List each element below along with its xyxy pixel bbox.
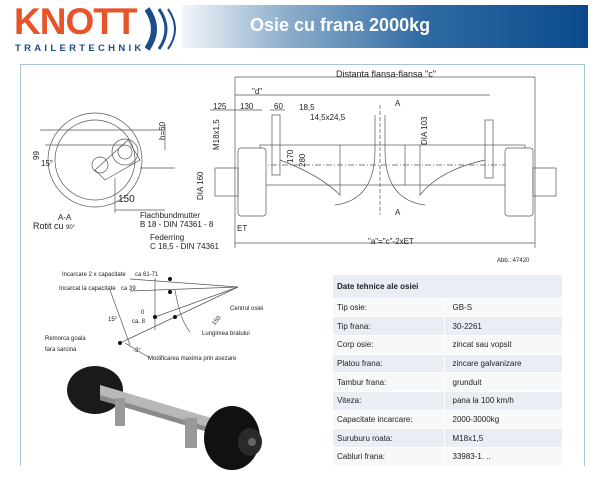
section-mark-top: A: [395, 99, 401, 108]
spec-value: M18x1,5: [443, 428, 562, 448]
ring-spec: C 18,5 - DIN 74361: [150, 242, 219, 251]
spec-value: 33983-1. ..: [443, 447, 562, 467]
ring-label: Federring: [150, 233, 185, 242]
spec-key: Tip frana:: [333, 316, 444, 336]
spec-value: zincare galvanizare: [443, 354, 562, 374]
swing-load1-value: ca 39: [121, 286, 136, 292]
dim-280: 280: [298, 153, 307, 167]
spec-key: Cabluri frana:: [333, 447, 444, 467]
dim-130: 130: [240, 102, 254, 111]
dim-m18: M18x1,5: [212, 119, 221, 150]
swing-center: Centrul osiei: [230, 306, 264, 312]
spec-row: Cabluri frana:33983-1. ..: [333, 447, 562, 467]
axle-photo: [67, 366, 262, 470]
swing-ca8: ca. 8: [132, 319, 146, 325]
dim-14-5: 14,5x24,5: [310, 113, 346, 122]
swing-load1: Incarcat la capacitate: [59, 286, 116, 292]
dim-60: 60: [274, 102, 283, 111]
spec-row: Tip frana:30-2261: [333, 316, 562, 336]
spec-key: Tambur frana:: [333, 372, 444, 392]
spec-value: pana la 100 km/h: [443, 391, 562, 411]
dim-et: ET: [237, 224, 248, 233]
swing-max-change: Modificarea maxima prin asezare: [148, 356, 237, 362]
logo-arcs-icon: [145, 7, 176, 51]
swing-arm-label: Lungimea bratului: [202, 331, 250, 337]
dim-99: 99: [32, 151, 41, 160]
nut-spec: B 18 - DIN 74361 - 8: [140, 220, 214, 229]
dim-170: 170: [286, 149, 295, 163]
section-label: A-A: [58, 213, 72, 222]
spec-value: grunduit: [443, 372, 562, 392]
swing-empty-2: fara sarcina: [45, 347, 77, 353]
spec-value: 30-2261: [443, 316, 562, 336]
dim-125: 125: [213, 102, 227, 111]
spec-key: Platou frana:: [333, 354, 444, 374]
figure-number: Abb.: 47420: [497, 258, 530, 264]
spec-value: zincat sau vopsit: [443, 335, 562, 355]
spec-row: Capacitate incarcare:2000-3000kg: [333, 410, 562, 430]
title-banner: Osie cu frana 2000kg: [182, 5, 588, 48]
knott-logo: KNOTT TRAILERTECHNIK: [12, 1, 182, 54]
spec-row: Tambur frana:grunduit: [333, 372, 562, 392]
spec-key: Corp osie:: [333, 335, 444, 355]
dim-h60: h=60: [158, 121, 167, 140]
brand-name: KNOTT: [14, 1, 137, 42]
dim-flange-distance: Distanta flansa-flansa "c": [336, 69, 436, 79]
dim-d: "d": [252, 87, 263, 96]
swing-load2-value: ca 61-71: [135, 272, 159, 278]
spec-row: Platou frana:zincare galvanizare: [333, 354, 562, 374]
content-frame: [20, 64, 585, 466]
dim-dia160: DIA 160: [196, 171, 205, 200]
dim-dia103: DIA 103: [420, 116, 429, 145]
dim-15deg: 15°: [41, 159, 54, 168]
spec-value: 2000-3000kg: [443, 410, 562, 430]
dim-18-5: 18,5: [299, 103, 315, 112]
swing-load2: Incarcare 2 x capacitate: [62, 272, 126, 278]
spec-key: Suruburu roata:: [333, 428, 444, 448]
nut-label: Flachbundmutter: [140, 211, 201, 220]
spec-key: Viteza:: [333, 391, 444, 411]
spec-row: Suruburu roata:M18x1,5: [333, 428, 562, 448]
formula-a: "a"="c"-2xET: [368, 237, 414, 246]
spec-key: Capacitate incarcare:: [333, 410, 444, 430]
rotated-degrees: 90°: [66, 225, 76, 231]
swing-15deg: 15°: [108, 317, 118, 323]
spec-row: Tip osie:GB-S: [333, 298, 562, 318]
swing-minus3: -3°: [133, 348, 141, 354]
brand-subtitle: TRAILERTECHNIK: [15, 43, 145, 54]
page-title: Osie cu frana 2000kg: [250, 15, 431, 35]
section-mark-bottom: A: [395, 208, 401, 217]
rotated-label: Rotit cu 90°: [33, 221, 75, 231]
specs-title: Date tehnice ale osiei: [333, 275, 562, 299]
rotated-text: Rotit cu: [33, 221, 64, 231]
swing-empty-1: Remorca goala: [45, 336, 86, 342]
spec-row: Corp osie:zincat sau vopsit: [333, 335, 562, 355]
spec-row: Viteza:pana la 100 km/h: [333, 391, 562, 411]
spec-value: GB-S: [443, 298, 562, 318]
spec-key: Tip osie:: [333, 298, 444, 318]
swing-zero: 0: [141, 310, 145, 316]
dim-150: 150: [118, 194, 135, 205]
